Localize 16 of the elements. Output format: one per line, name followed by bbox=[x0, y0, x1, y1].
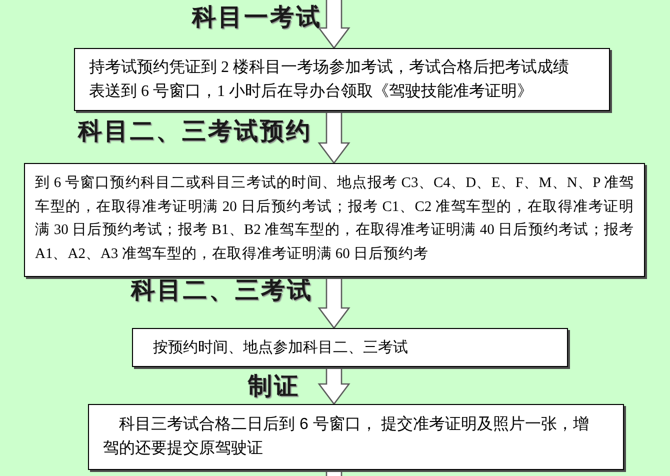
process-box bbox=[24, 163, 645, 277]
block-arrow bbox=[318, 276, 350, 330]
edge-label: 制证 bbox=[248, 372, 300, 402]
step-description: 到 6 号窗口预约科目二或科目三考试的时间、地点报考 C3、C4、D、E、F、M、N、P 准驾车型的，在取得准考证明满 20 日后预约考试；报考 C1、C2 准驾车型的，在取得准考证明满 30 日后预约考试；报考 B1、B2 准驾车型的，在取得准考证明满 40 日后预约考试；报考 A1、A2、A3 准驾车型的，在取得准考证明满 60 日后预约考 bbox=[35, 174, 634, 264]
step-description: 按预约时间、地点参加科目二、三考试 bbox=[153, 338, 409, 358]
block-arrow bbox=[318, 0, 350, 50]
step-description: 持考试预约凭证到 2 楼科目一考场参加考试，考试合格后把考试成绩表送到 6 号窗口，1 小时后在导办台领取《驾驶技能准考证明》 bbox=[89, 58, 570, 102]
edge-label: 科目二、三考试预约 bbox=[78, 118, 312, 147]
block-arrow bbox=[318, 110, 350, 164]
block-arrow bbox=[318, 366, 350, 406]
edge-label: 科目一考试 bbox=[192, 4, 322, 33]
step-description: 科目三考试合格二日后到 6 号窗口， 提交准考证明及照片一张，增驾的还要提交原驾驶证 bbox=[103, 414, 590, 459]
process-box bbox=[132, 328, 568, 367]
process-box bbox=[88, 404, 624, 470]
edge-label: 科目二、三考试 bbox=[131, 277, 313, 306]
process-box bbox=[74, 48, 610, 111]
